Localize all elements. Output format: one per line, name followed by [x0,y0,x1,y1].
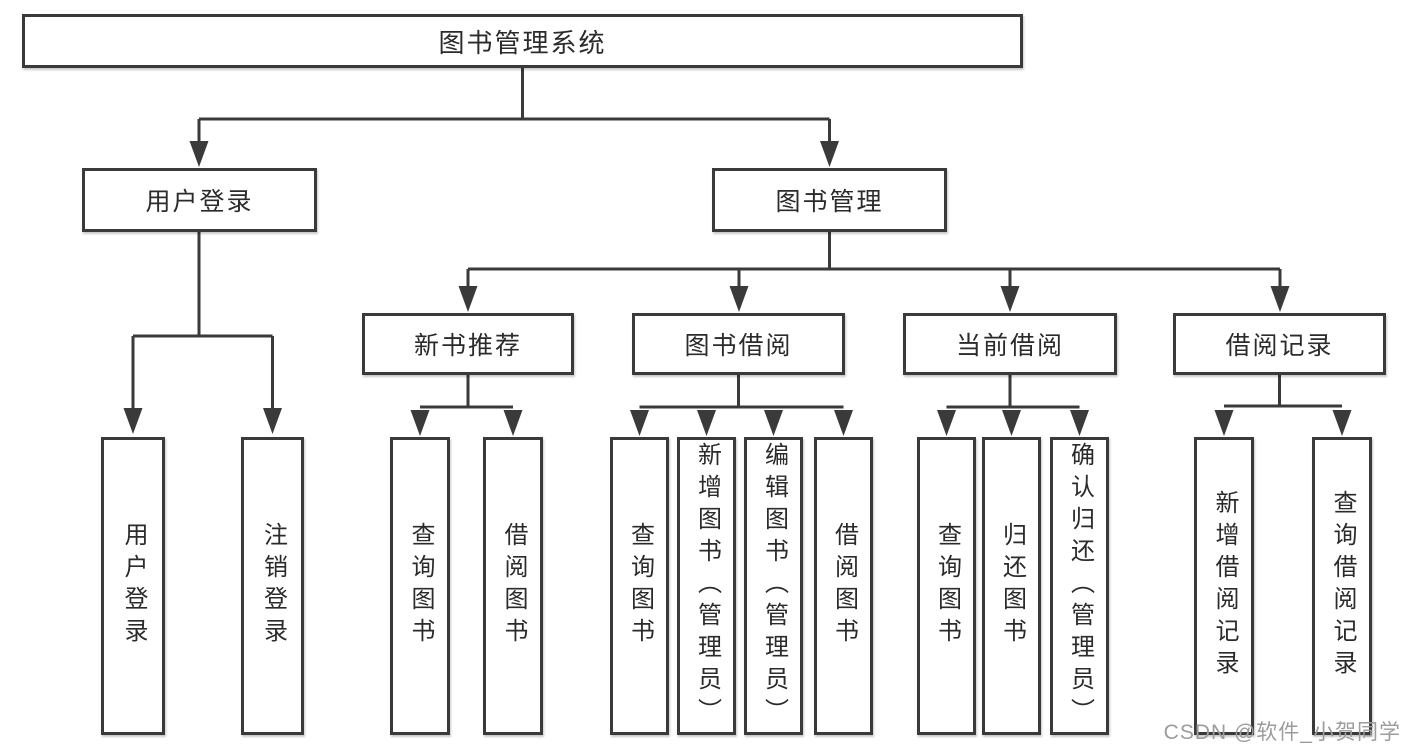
node-borrow-records: 借阅记录 [1173,313,1386,375]
node-borrow-records-label: 借阅记录 [1225,332,1334,360]
node-library-management-system-label: 图书管理系统 [438,27,607,58]
node-current-borrow-label: 当前借阅 [955,332,1064,360]
node-book-borrow: 图书借阅 [632,313,845,375]
leaf-borrow-books-2-label: 借阅图书 [830,522,858,650]
node-book-borrow-label: 图书借阅 [684,332,793,360]
leaf-edit-book-admin-label: 编辑图书（管理员） [760,442,788,730]
node-new-book-recommend-label: 新书推荐 [413,332,522,360]
node-book-management: 图书管理 [712,168,947,232]
leaf-logout-label: 注销登录 [259,522,287,650]
leaf-borrow-books-2: 借阅图书 [814,437,873,735]
leaf-query-borrow-record: 查询借阅记录 [1312,437,1372,735]
leaf-user-login-label: 用户登录 [120,522,147,650]
leaf-query-books-2-label: 查询图书 [626,522,654,650]
leaf-borrow-books-1-label: 借阅图书 [500,522,527,650]
leaf-user-login: 用户登录 [101,437,165,735]
leaf-logout: 注销登录 [241,437,304,735]
leaf-add-book-admin: 新增图书（管理员） [677,437,736,735]
node-book-management-label: 图书管理 [775,188,884,216]
leaf-query-books-3-label: 查询图书 [933,522,961,650]
leaf-query-books-1-label: 查询图书 [407,522,434,650]
node-new-book-recommend: 新书推荐 [362,313,574,375]
leaf-return-books-label: 归还图书 [998,522,1026,650]
leaf-return-books: 归还图书 [982,437,1041,735]
leaf-query-books-3: 查询图书 [917,437,976,735]
leaf-query-books-1: 查询图书 [390,437,450,735]
csdn-watermark: CSDN @软件_小贺同学 [1163,721,1401,744]
leaf-confirm-return-admin: 确认归还（管理员） [1050,437,1109,735]
node-user-login-label: 用户登录 [145,188,254,216]
leaf-query-books-2: 查询图书 [610,437,669,735]
leaf-add-book-admin-label: 新增图书（管理员） [693,442,721,730]
node-current-borrow: 当前借阅 [903,313,1117,375]
leaf-add-borrow-record: 新增借阅记录 [1194,437,1254,735]
leaf-confirm-return-admin-label: 确认归还（管理员） [1066,442,1094,730]
leaf-edit-book-admin: 编辑图书（管理员） [744,437,803,735]
leaf-borrow-books-1: 借阅图书 [483,437,543,735]
node-library-management-system: 图书管理系统 [22,14,1023,68]
leaf-add-borrow-record-label: 新增借阅记录 [1211,490,1238,682]
leaf-query-borrow-record-label: 查询借阅记录 [1329,490,1356,682]
node-user-login: 用户登录 [82,168,317,232]
